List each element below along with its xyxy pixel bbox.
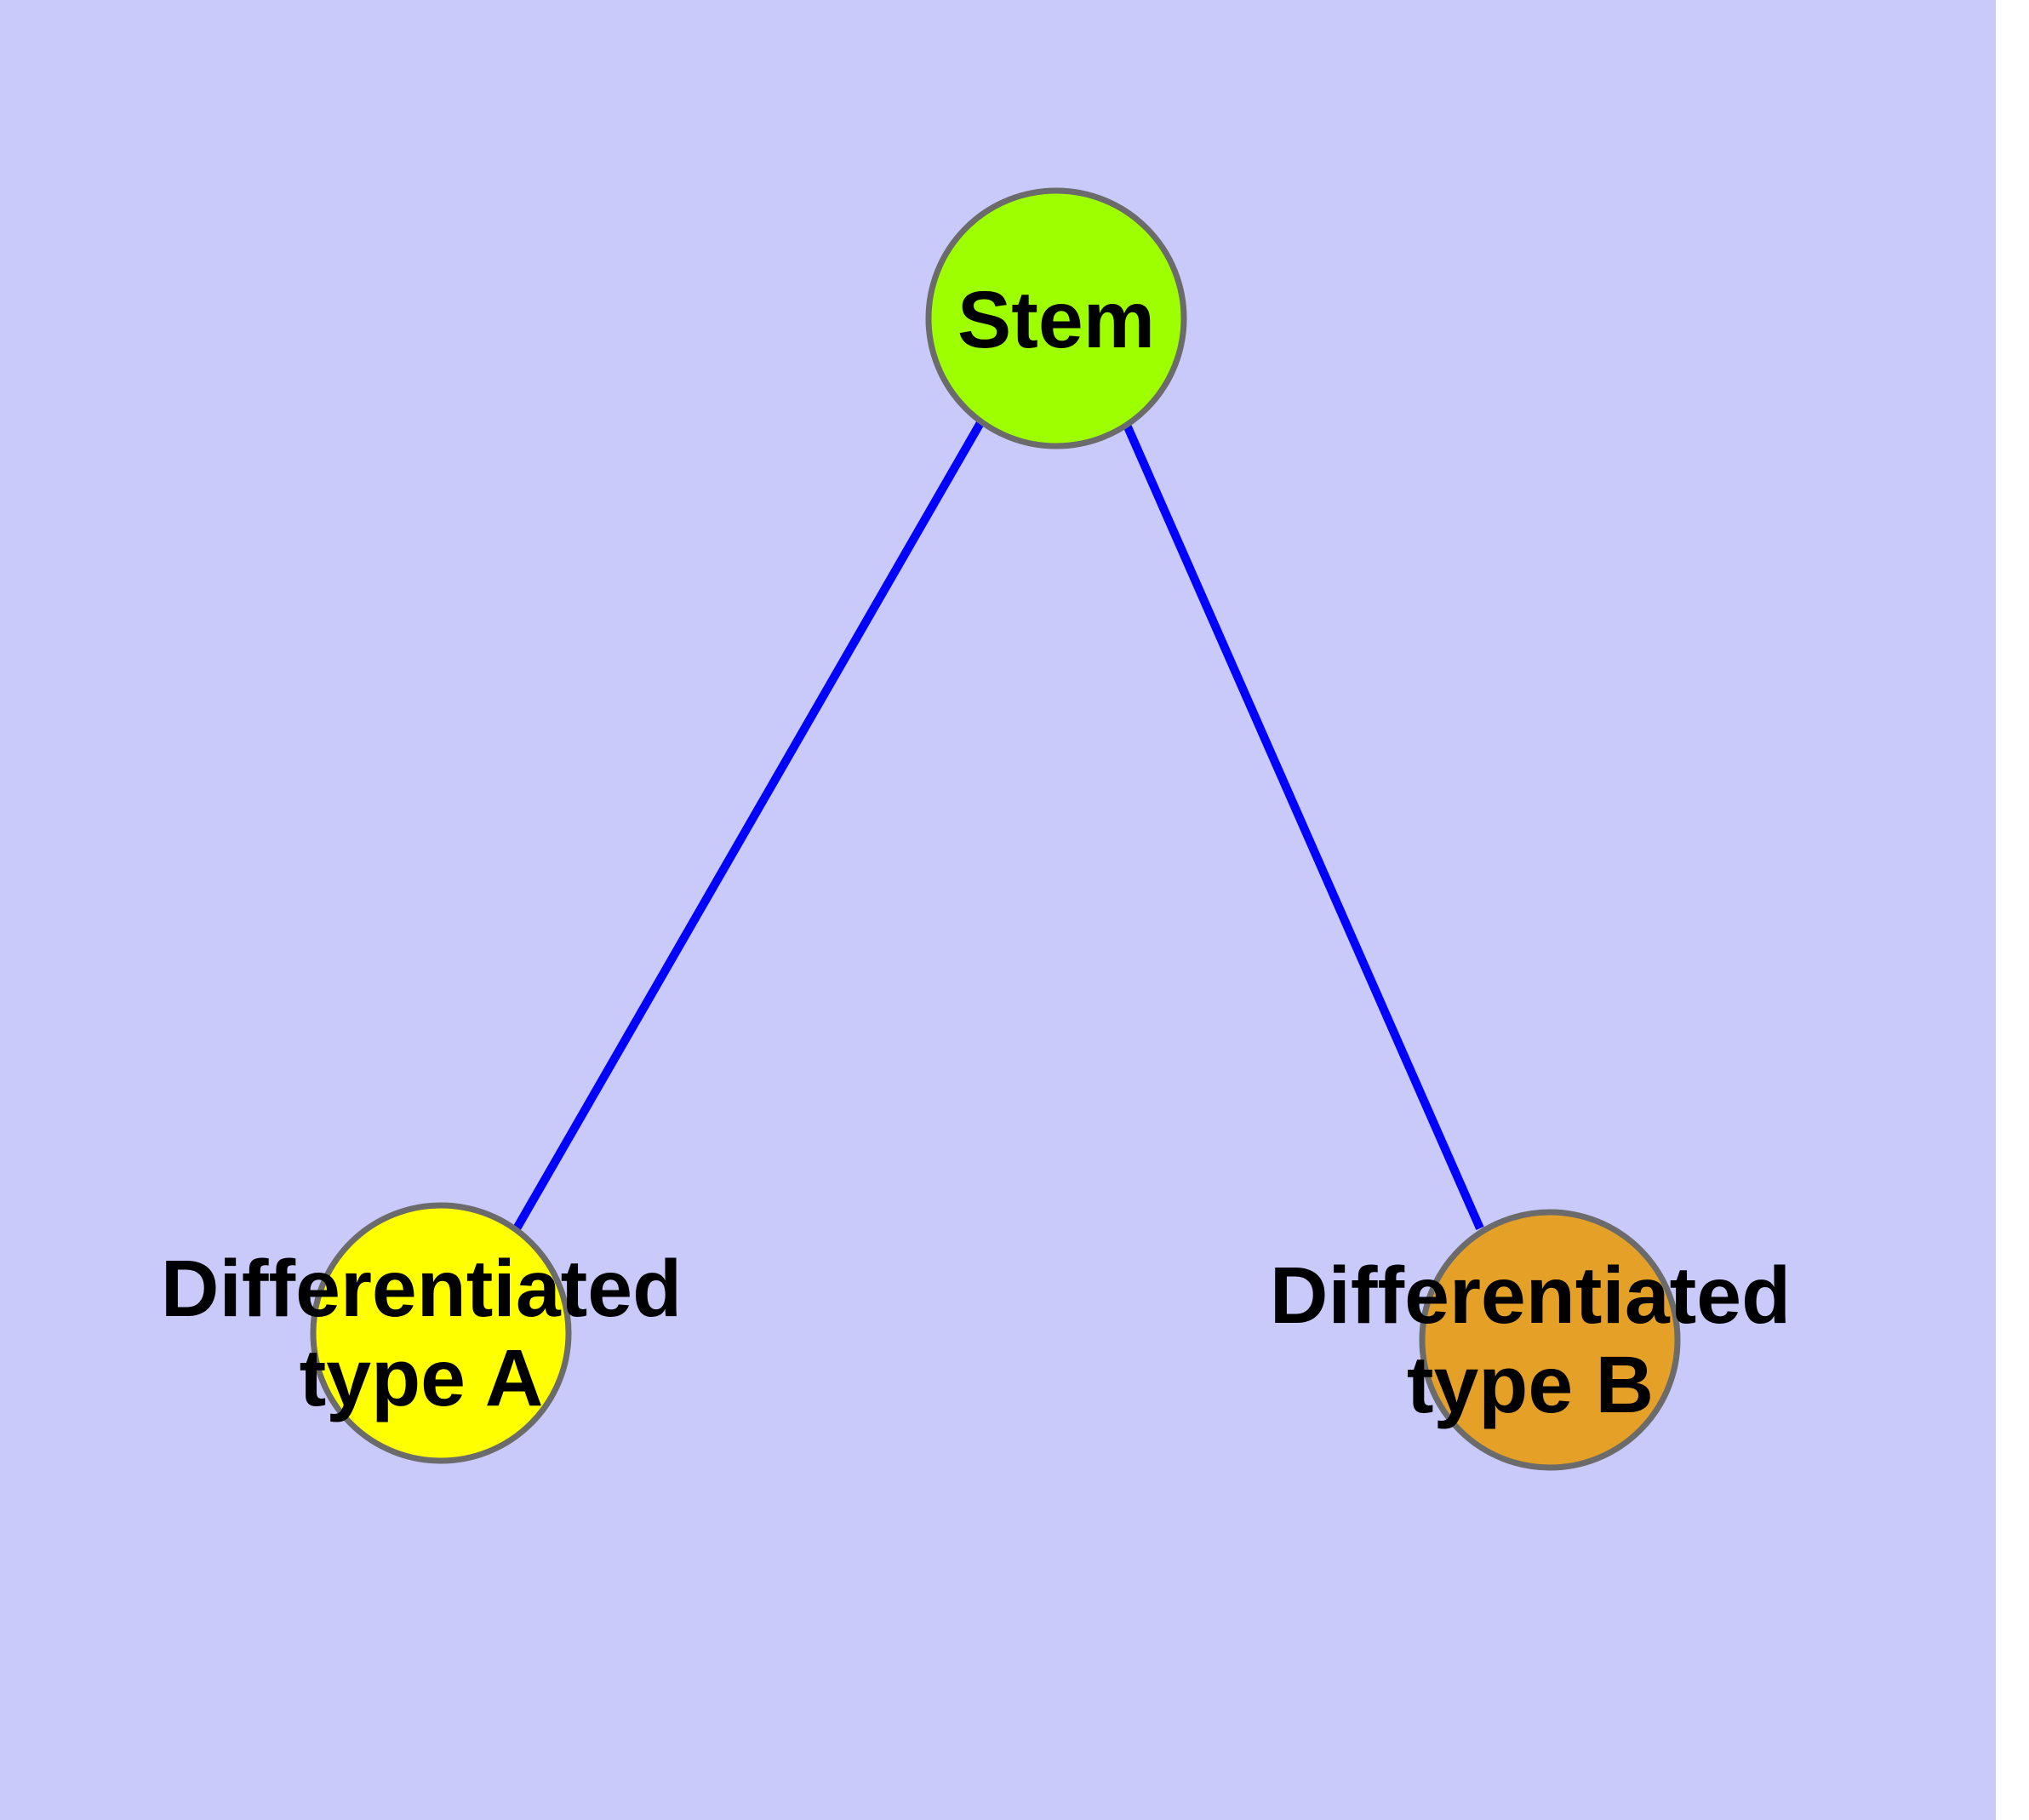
- node-label-line: Differentiated: [161, 1244, 682, 1334]
- node-diff_a[interactable]: [310, 1202, 572, 1464]
- node-label-line: Differentiated: [1270, 1251, 1791, 1341]
- node-label-line: type A: [300, 1333, 544, 1423]
- edge-stem-to-a[interactable]: [512, 419, 986, 1233]
- edge-stem-to-b[interactable]: [1122, 421, 1484, 1231]
- nodes-group: [310, 187, 1681, 1471]
- node-label-line: Stem: [957, 275, 1155, 365]
- edges-group: [512, 419, 1484, 1233]
- node-diff_b[interactable]: [1419, 1209, 1681, 1471]
- node-label-stem: Stem: [957, 275, 1155, 365]
- node-stem[interactable]: [925, 187, 1187, 449]
- node-label-line: type B: [1407, 1340, 1654, 1430]
